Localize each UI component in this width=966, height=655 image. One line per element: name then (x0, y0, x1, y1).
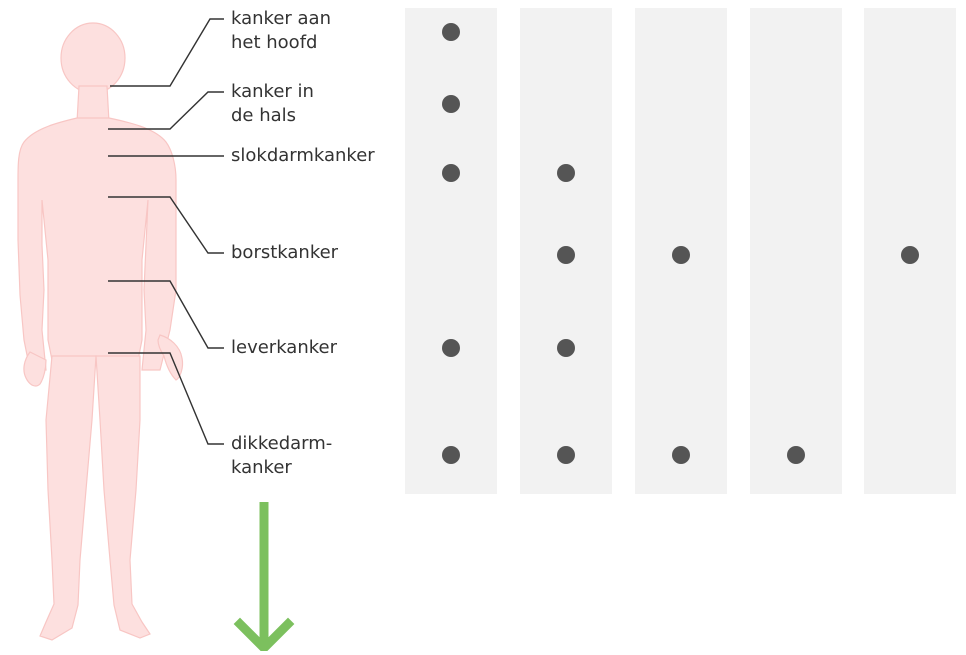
leader-line (108, 91, 224, 130)
matrix-dots (442, 23, 919, 464)
label-head-line-1: kanker aan (231, 8, 331, 29)
leader-line (108, 196, 224, 254)
figure-right-leg (95, 355, 151, 639)
label-liver: leverkanker (231, 336, 337, 360)
figure-left-hand (23, 351, 47, 387)
matrix-dot (672, 446, 690, 464)
leader-line (108, 280, 224, 349)
figure-head (60, 22, 126, 94)
matrix-dot (442, 339, 460, 357)
matrix-dot (557, 339, 575, 357)
label-esophagus: slokdarmkanker (231, 144, 375, 168)
label-head-line-2: het hoofd (231, 32, 318, 53)
human-figure-icon (17, 22, 184, 641)
label-esophagus-line-1: slokdarmkanker (231, 145, 375, 166)
leader-line (108, 352, 224, 445)
figure-left-leg (39, 355, 97, 641)
label-colon: dikkedarm- kanker (231, 432, 332, 480)
label-neck-line-1: kanker in (231, 81, 314, 102)
matrix-dot (442, 446, 460, 464)
label-neck: kanker in de hals (231, 80, 314, 128)
matrix-dot (672, 246, 690, 264)
label-liver-line-1: leverkanker (231, 337, 338, 358)
label-head: kanker aan het hoofd (231, 7, 331, 55)
label-breast-line-1: borstkanker (231, 242, 339, 263)
matrix-dot (787, 446, 805, 464)
matrix-dot (442, 95, 460, 113)
down-arrow-icon (233, 502, 295, 655)
label-colon-line-1: dikkedarm- (231, 433, 333, 454)
matrix-dot (901, 246, 919, 264)
figure-neck (76, 85, 110, 123)
leader-lines (108, 18, 224, 445)
label-neck-line-2: de hals (231, 105, 297, 126)
figure-torso (17, 117, 177, 371)
leader-line (110, 18, 224, 87)
matrix-dot (557, 246, 575, 264)
matrix-dot (557, 164, 575, 182)
matrix-dot (442, 164, 460, 182)
label-colon-line-2: kanker (231, 457, 292, 478)
matrix-column (405, 8, 497, 494)
matrix-dot (442, 23, 460, 41)
label-breast: borstkanker (231, 241, 338, 265)
matrix-column (750, 8, 842, 494)
matrix-dot (557, 446, 575, 464)
